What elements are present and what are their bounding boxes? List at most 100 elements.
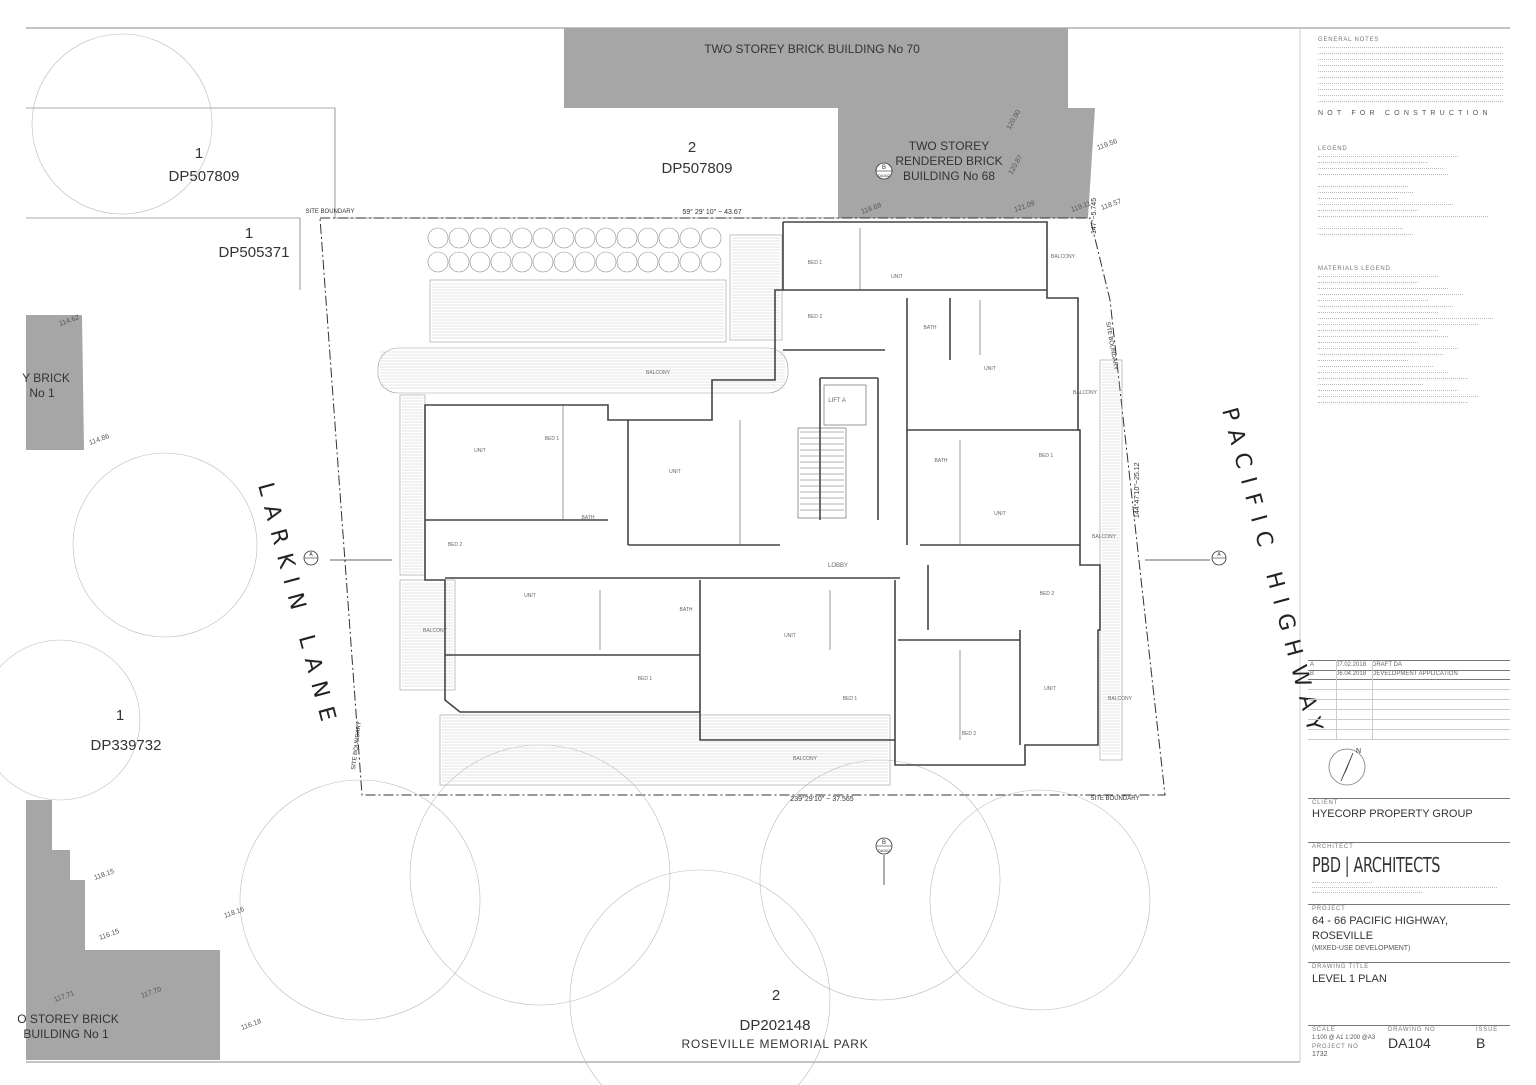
svg-text:BED 1: BED 1 (843, 696, 858, 702)
svg-text:116.15: 116.15 (98, 928, 120, 942)
svg-text:A: A (1217, 552, 1221, 558)
svg-text:DA302: DA302 (878, 173, 891, 178)
svg-text:BATH: BATH (924, 325, 937, 331)
neighbour-label-west-line1: Y BRICK (22, 371, 70, 385)
svg-text:BATH: BATH (935, 458, 948, 464)
svg-text:BED 2: BED 2 (1040, 591, 1055, 597)
general-notes-body (1318, 45, 1503, 105)
svg-text:BED 1: BED 1 (638, 676, 653, 682)
drawing-no-label: DRAWING NO (1388, 1027, 1436, 1033)
svg-text:BALCONY: BALCONY (646, 370, 671, 376)
client-label: CLIENT (1312, 800, 1339, 806)
site-boundary-south: SITE BOUNDARY (1091, 796, 1140, 802)
neighbour-label-no68-line1: TWO STOREY (909, 139, 989, 153)
south-boundary-bearing: 239°29'10" ~ 37.565 (790, 795, 853, 803)
section-marker-a-east: A (1145, 550, 1227, 566)
svg-text:B: B (882, 840, 886, 846)
revision-b-desc: DEVELOPMENT APPLICATION (1372, 671, 1458, 677)
svg-text:UNIT: UNIT (524, 593, 536, 599)
svg-text:BED 2: BED 2 (962, 731, 977, 737)
svg-text:BED 1: BED 1 (808, 260, 823, 266)
revision-a-rev: A (1310, 662, 1315, 668)
svg-text:A: A (309, 552, 313, 558)
building-outline (424, 221, 1101, 766)
svg-text:DA302: DA302 (878, 848, 891, 853)
svg-text:BED 2: BED 2 (448, 542, 463, 548)
materials-legend-title: MATERIALS LEGEND (1318, 266, 1391, 272)
site-boundary-line (319, 217, 1166, 796)
landscape-hatching (377, 234, 1123, 786)
section-marker-b-south: B DA302 (875, 837, 893, 885)
park-label: ROSEVILLE MEMORIAL PARK (681, 1037, 868, 1051)
neighbour-label-west-line2: No 1 (29, 386, 55, 400)
project-label: PROJECT (1312, 906, 1346, 912)
revision-a-desc: DRAFT DA (1372, 662, 1402, 668)
issue-label: ISSUE (1476, 1027, 1499, 1033)
svg-text:BALCONY: BALCONY (793, 756, 818, 762)
issue-value: B (1476, 1035, 1486, 1051)
lot-1-dp507809-number: 1 (195, 145, 203, 162)
svg-text:BED 1: BED 1 (545, 436, 560, 442)
svg-text:UNIT: UNIT (474, 448, 486, 454)
svg-text:BALCONY: BALCONY (1073, 390, 1098, 396)
svg-text:UNIT: UNIT (891, 274, 903, 280)
scale-label: SCALE (1312, 1027, 1336, 1033)
room-labels: LIFT A LOBBY BALCONY BALCONY BALCONY BAL… (423, 254, 1133, 762)
project-no-value: 1732 (1312, 1051, 1328, 1058)
general-notes-title: GENERAL NOTES (1318, 37, 1380, 43)
svg-text:BALCONY: BALCONY (1108, 696, 1133, 702)
neighbour-label-sw-line2: BUILDING No 1 (23, 1027, 109, 1041)
revision-b-rev: B (1310, 671, 1315, 677)
site-boundary-east: SITE BOUNDARY (1104, 321, 1118, 370)
svg-text:BATH: BATH (680, 607, 693, 613)
neighbour-label-no70: TWO STOREY BRICK BUILDING No 70 (704, 42, 920, 56)
revision-a-date: 07.02.2018 (1336, 662, 1367, 668)
site-boundary-west: SITE BOUNDARY (351, 721, 363, 770)
section-marker-a-west: A (303, 550, 392, 566)
east-boundary-bearing-1: 147°~5.745 (1090, 198, 1098, 234)
neighbour-label-sw-line1: O STOREY BRICK (17, 1012, 119, 1026)
lot-2-dp507809-dp: DP507809 (662, 160, 733, 177)
lot-2-dp202148-number: 2 (772, 987, 780, 1004)
neighbour-building-southwest (26, 800, 220, 1060)
neighbour-label-no68-line2: RENDERED BRICK (895, 154, 1002, 168)
lot-1-dp339732-dp: DP339732 (91, 737, 162, 754)
neighbour-label-no68-line3: BUILDING No 68 (903, 169, 995, 183)
garden-planting (427, 227, 722, 273)
svg-text:UNIT: UNIT (994, 511, 1006, 517)
svg-text:119.56: 119.56 (1096, 138, 1118, 152)
lot-1-dp507809-dp: DP507809 (169, 168, 240, 185)
client-name: HYECORP PROPERTY GROUP (1312, 808, 1473, 820)
street-larkin-lane: LARKIN LANE (252, 480, 342, 733)
north-arrow-icon: N (1328, 748, 1366, 786)
svg-text:118.16: 118.16 (223, 906, 245, 920)
architect-address (1312, 881, 1502, 896)
svg-text:LIFT A: LIFT A (828, 398, 846, 404)
materials-legend-body (1318, 274, 1503, 406)
architect-label: ARCHITECT (1312, 844, 1354, 850)
svg-text:UNIT: UNIT (784, 633, 796, 639)
svg-text:BALCONY: BALCONY (1092, 534, 1117, 540)
legend-title: LEGEND (1318, 146, 1348, 152)
drawing-no-value: DA104 (1388, 1035, 1431, 1051)
east-boundary-bearing-2: 144°47'10"~25.12 (1133, 462, 1141, 518)
svg-text:BATH: BATH (582, 515, 595, 521)
lot-1-dp339732-number: 1 (116, 707, 124, 724)
svg-text:BALCONY: BALCONY (423, 628, 448, 634)
svg-text:B: B (882, 165, 886, 171)
lot-2-dp202148-dp: DP202148 (740, 1017, 811, 1034)
legend-body (1318, 154, 1503, 238)
svg-text:BALCONY: BALCONY (1051, 254, 1076, 260)
north-boundary-bearing: 59° 29' 10" ~ 43.67 (682, 208, 741, 216)
neighbour-building-no70 (564, 28, 1068, 108)
svg-text:BED 1: BED 1 (1039, 453, 1054, 459)
svg-text:114.86: 114.86 (88, 433, 110, 447)
revision-b-date: 06.04.2018 (1336, 671, 1367, 677)
svg-text:118.57: 118.57 (1100, 198, 1122, 212)
project-subtitle: (MIXED-USE DEVELOPMENT) (1312, 945, 1411, 952)
project-line-1: 64 - 66 PACIFIC HIGHWAY, (1312, 915, 1448, 927)
neighbour-building-no68 (838, 108, 1095, 218)
svg-text:UNIT: UNIT (984, 366, 996, 372)
neighbour-building-west (26, 315, 84, 450)
